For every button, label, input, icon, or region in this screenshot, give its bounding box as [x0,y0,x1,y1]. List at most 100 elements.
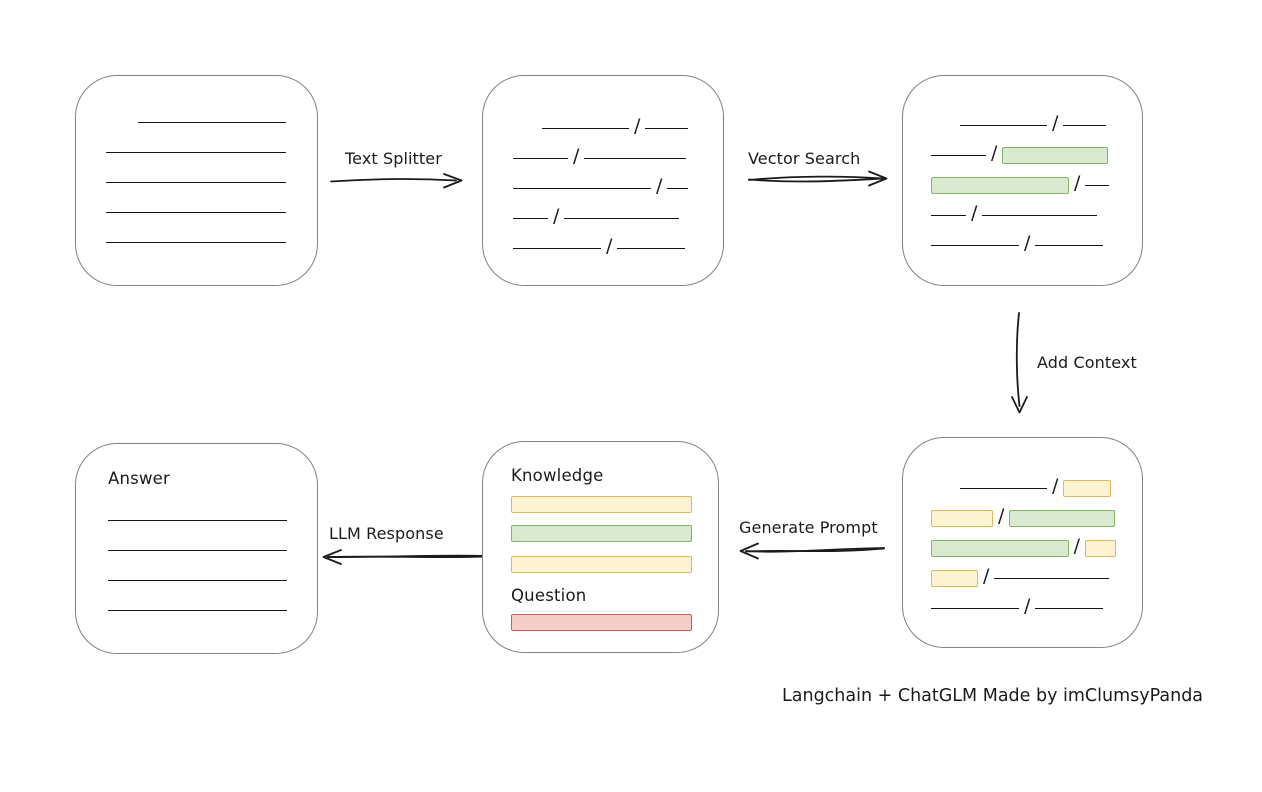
chunk-row: / [931,593,1116,623]
yellow-highlight-bar [931,509,993,527]
text-line [982,214,1098,216]
text-line [931,607,1019,609]
text-line [931,214,966,216]
vector-search-label: Vector Search [748,149,861,168]
text-splitter-label: Text Splitter [345,149,442,168]
text-line [1085,184,1110,186]
split-slash: / [998,504,1005,527]
split-slash: / [971,201,978,224]
text-line [542,127,629,129]
text-line [1035,244,1104,246]
chunk-row: / [931,140,1116,170]
text-line [106,181,286,183]
split-slash: / [553,204,560,227]
text-line [584,157,687,159]
generate-prompt-arrow [739,542,885,560]
text-line [513,187,651,189]
split-slash: / [1024,594,1031,617]
chunk-row: / [513,203,695,233]
text-line [667,187,689,189]
text-line [108,519,287,521]
question-label: Question [511,586,587,605]
chunk-row: / [931,170,1116,200]
green-highlight-bar [1002,146,1109,164]
box-matched-chunks: / / / / / [902,75,1143,286]
text-line [513,217,548,219]
diagram-caption: Langchain + ChatGLM Made by imClumsyPand… [782,686,1204,706]
split-slash: / [1074,171,1081,194]
text-line [106,241,286,243]
box-context-chunks: / / / / / [902,437,1143,648]
chunk-row: / [513,173,695,203]
split-slash: / [1052,474,1059,497]
red-question-bar [511,614,692,631]
chunk-row [106,107,287,137]
chunk-row: / [931,533,1116,563]
text-line [108,579,287,581]
text-line [1035,607,1104,609]
chunk-row [108,535,287,565]
split-slash: / [991,141,998,164]
chunk-row [106,227,287,257]
split-slash: / [634,114,641,137]
llm-response-label: LLM Response [329,524,444,543]
text-line [645,127,689,129]
box-prompt: Knowledge Question [482,441,719,653]
text-line [138,121,286,123]
green-highlight-bar [511,525,692,542]
chunk-row [106,167,287,197]
chunk-row: / [513,233,695,263]
yellow-highlight-bar [511,556,692,573]
text-splitter-arrow [330,173,463,189]
chunk-row: / [931,473,1116,503]
text-line [617,247,686,249]
split-slash: / [573,144,580,167]
split-slash: / [656,174,663,197]
text-line [931,154,986,156]
answer-label: Answer [108,469,170,488]
vector-search-arrow [748,170,888,187]
box-source-document [75,75,318,286]
chunk-row: / [513,143,695,173]
llm-response-arrow [322,549,487,565]
box-answer: Answer [75,443,318,654]
yellow-highlight-bar [1085,539,1116,557]
chunk-row [106,197,287,227]
green-highlight-bar [1009,509,1116,527]
knowledge-label: Knowledge [511,466,604,485]
text-line [564,217,680,219]
text-line [106,211,286,213]
chunk-row: / [931,110,1116,140]
text-line [960,124,1047,126]
yellow-highlight-bar [1063,479,1112,497]
text-line [106,151,286,153]
chunk-row [108,565,287,595]
text-line [108,549,287,551]
split-slash: / [1024,231,1031,254]
chunk-row [108,595,287,625]
green-highlight-bar [931,176,1069,194]
text-line [994,577,1110,579]
split-slash: / [1052,111,1059,134]
split-slash: / [1073,534,1081,557]
answer-lines [108,505,287,625]
text-line [513,157,568,159]
yellow-highlight-bar [511,496,692,513]
text-line [513,247,601,249]
add-context-arrow [1011,312,1028,414]
chunk-row: / [931,503,1116,533]
chunk-row: / [931,200,1116,230]
chunk-row: / [931,563,1116,593]
text-line [931,244,1019,246]
box-text-chunks: / / / / / [482,75,724,286]
split-slash: / [606,234,613,257]
split-slash: / [983,564,990,587]
text-line [1063,124,1107,126]
chunk-row: / [513,113,695,143]
add-context-label: Add Context [1037,353,1137,372]
yellow-highlight-bar [931,569,978,587]
text-line [960,487,1047,489]
chunk-row: / [931,230,1116,260]
text-line [108,609,287,611]
